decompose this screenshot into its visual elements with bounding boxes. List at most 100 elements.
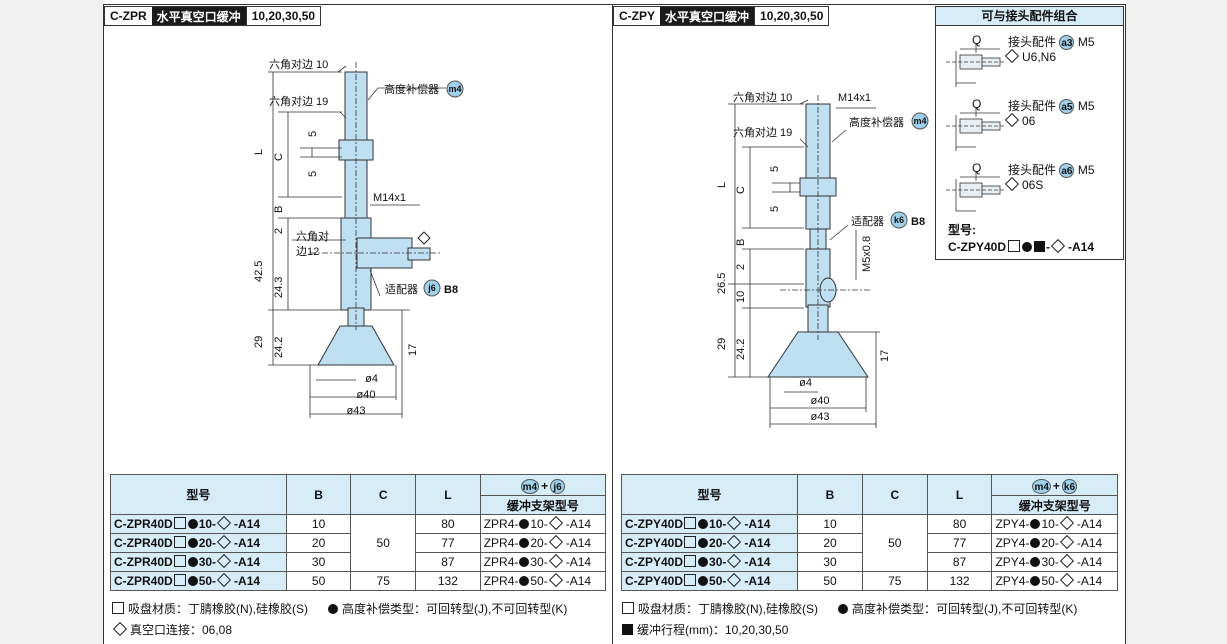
circle-placeholder-icon <box>1030 538 1041 548</box>
phi40: ø40 <box>811 395 830 407</box>
diamond-placeholder-icon <box>1004 112 1020 128</box>
hex12-label-b: 边12 <box>296 245 319 258</box>
dim-B: B <box>735 239 747 246</box>
series-code: C-ZPY <box>614 7 660 25</box>
series-title: 水平真空口缓冲 <box>151 7 246 25</box>
right-note-1: 吸盘材质：丁腈橡胶(N),硅橡胶(S) <box>622 600 818 617</box>
col-l: L <box>926 474 993 515</box>
diamond-placeholder-icon <box>216 534 232 550</box>
b-value: 30 <box>285 552 352 572</box>
tag-badge: a5 <box>1059 99 1075 114</box>
square-placeholder-icon <box>173 555 186 567</box>
circle-placeholder-icon <box>519 557 530 567</box>
l-value: 132 <box>926 571 993 591</box>
hex19-label: 六角对边 19 <box>269 94 328 108</box>
comp-label: 高度补偿器 <box>849 115 904 129</box>
right-note-3: 缓冲行程(mm)：10,20,30,50 <box>622 621 788 638</box>
left-note-2: 高度补偿类型：可回转型(J),不可回转型(K) <box>328 600 567 617</box>
circle-placeholder-icon <box>519 519 530 529</box>
dim-5a: 5 <box>307 131 319 137</box>
adapter-tag: j6 <box>427 283 436 293</box>
diamond-placeholder-icon <box>112 621 128 637</box>
dim-5a: 5 <box>769 166 781 172</box>
square-placeholder-icon <box>684 517 697 529</box>
col-model: 型号 <box>110 474 287 515</box>
circle-placeholder-icon <box>187 519 198 529</box>
dim-42-5: 42.5 <box>253 261 265 282</box>
c-value: 75 <box>350 571 417 591</box>
square-placeholder-icon <box>622 602 634 614</box>
circle-placeholder-icon <box>519 576 530 586</box>
circle-placeholder-icon <box>1030 519 1041 529</box>
m14-label: M14x1 <box>838 92 871 104</box>
square-placeholder-icon <box>173 517 186 529</box>
diamond-placeholder-icon <box>727 515 742 531</box>
adapter-label: 适配器 <box>851 215 884 228</box>
circle-placeholder-icon <box>1030 557 1041 567</box>
diamond-placeholder-icon <box>216 553 232 569</box>
tag-badge: k6 <box>1061 478 1078 494</box>
square-placeholder-icon <box>684 555 697 567</box>
dim-C: C <box>735 186 747 194</box>
circle-placeholder-icon <box>1022 242 1033 252</box>
dim-B: B <box>273 206 285 213</box>
right-header: C-ZPY 水平真空口缓冲 10,20,30,50 <box>613 6 830 26</box>
b-value: 30 <box>797 552 863 572</box>
series-strokes: 10,20,30,50 <box>245 7 321 25</box>
phi4: ø4 <box>799 377 812 389</box>
circle-placeholder-icon <box>187 557 198 567</box>
diamond-placeholder-icon <box>216 515 232 531</box>
square-placeholder-icon <box>684 536 697 548</box>
circle-placeholder-icon <box>519 538 530 548</box>
b8-label: B8 <box>444 284 458 296</box>
dim-10: 10 <box>735 291 747 303</box>
l-value: 80 <box>926 514 993 534</box>
col-c: C <box>861 474 928 515</box>
circle-placeholder-icon <box>1030 576 1041 586</box>
bracket-model: ZPR4-30--A14 <box>479 552 607 572</box>
fitting-label: 接头配件 a6 M5 <box>1008 163 1095 178</box>
bracket-model: ZPR4-10--A14 <box>479 514 607 534</box>
dim-24-2: 24.2 <box>735 339 747 360</box>
dim-L: L <box>253 149 265 155</box>
col-model: 型号 <box>620 474 799 515</box>
fitting-sub: 06 <box>1004 112 1035 128</box>
series-code: C-ZPR <box>105 7 152 25</box>
col-c: C <box>350 474 417 515</box>
col-bracket: 缓冲支架型号 <box>991 495 1118 515</box>
tag-badge: m4 <box>520 478 540 494</box>
fittings-title: 可与接头配件组合 <box>936 7 1123 26</box>
series-title: 水平真空口缓冲 <box>660 7 755 25</box>
diamond-placeholder-icon <box>548 572 563 588</box>
bracket-model: ZPY4-20--A14 <box>991 533 1118 553</box>
bracket-model: ZPY4-10--A14 <box>991 514 1118 534</box>
diamond-placeholder-icon <box>548 534 563 550</box>
l-value: 87 <box>926 552 993 572</box>
filled-square-placeholder-icon <box>1034 241 1046 252</box>
circle-placeholder-icon <box>838 604 848 614</box>
diamond-placeholder-icon <box>1059 534 1074 550</box>
m14-label: M14x1 <box>373 192 406 204</box>
c-value: 50 <box>350 514 417 572</box>
diamond-placeholder-icon <box>727 553 742 569</box>
dim-5b: 5 <box>307 171 319 177</box>
circle-placeholder-icon <box>698 557 709 567</box>
circle-placeholder-icon <box>187 576 198 586</box>
c-value: 50 <box>861 514 928 572</box>
diamond-placeholder-icon <box>1004 48 1020 64</box>
fitting-sub: U6,N6 <box>1004 48 1056 64</box>
col-bracket-tags: m4+k6 <box>991 474 1118 496</box>
bracket-model: ZPY4-50--A14 <box>991 571 1118 591</box>
col-b: B <box>797 474 863 515</box>
b-value: 10 <box>285 514 352 534</box>
square-placeholder-icon <box>173 536 186 548</box>
